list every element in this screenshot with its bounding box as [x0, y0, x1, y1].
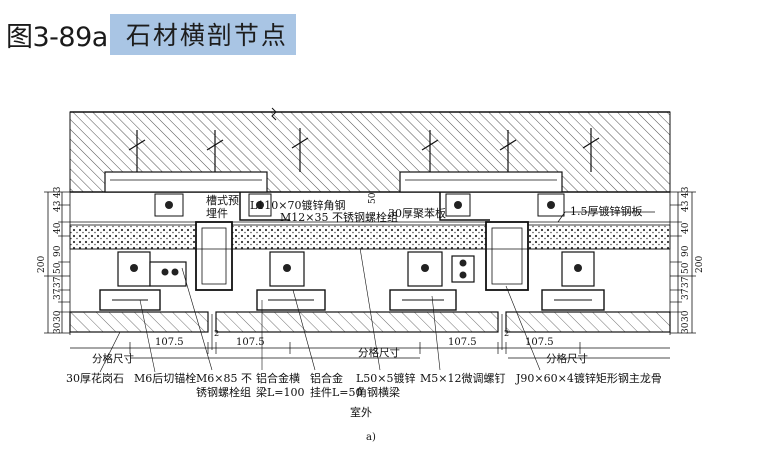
label-channel-embed-2: 埋件	[206, 207, 228, 220]
label-main-keel: J90×60×4镀锌矩形钢主龙骨	[515, 371, 662, 385]
label-ss-bolt-1: M6×85 不	[196, 372, 252, 385]
dim-30-right-b: 30	[681, 322, 691, 334]
label-al-hanger-2: 挂件L=50	[310, 385, 363, 399]
label-al-hanger-1: 铝合金	[310, 371, 343, 385]
label-angle-beam-2: 角钢横梁	[356, 385, 400, 399]
dim-50-center: 50	[368, 192, 378, 204]
label-ss-bolt-2: 锈钢螺栓组	[196, 385, 251, 399]
figure-caption: 石材横剖节点	[109, 13, 296, 55]
aluminum-beams	[99, 289, 605, 311]
dim-107-5-b: 107.5	[236, 337, 265, 348]
bottom-dimension-line	[70, 314, 670, 354]
label-adjust-screw: M5×12微调螺钉	[420, 371, 505, 385]
dim-joint-left: 2	[214, 329, 219, 338]
dim-43-right-a: 43	[681, 200, 691, 212]
dim-30-left-a: 30	[53, 310, 63, 322]
dim-joint-right: 2	[504, 329, 509, 338]
label-grid-size-right: 分格尺寸	[546, 352, 588, 365]
label-insulation: 30厚聚苯板	[388, 206, 446, 220]
dim-40-left: 40	[53, 222, 63, 234]
dim-37-right-a: 37	[681, 288, 691, 300]
label-angle-steel: L110×70镀锌角钢	[250, 198, 346, 212]
label-channel-embed-1: 槽式预	[206, 194, 239, 207]
granite-panels	[69, 311, 671, 333]
dim-200-right: 200	[695, 256, 705, 273]
figure-number: 图3-89a	[6, 21, 108, 53]
label-anchor-bolt: M6后切锚栓	[134, 371, 196, 385]
label-bolt-group: M12×35 不锈钢螺栓组	[280, 210, 398, 224]
dim-37-right-b: 37	[681, 276, 691, 288]
label-exterior: 室外	[350, 405, 372, 419]
dim-50-left: 50	[53, 262, 63, 274]
main-keels	[70, 221, 670, 291]
label-grid-size-left: 分格尺寸	[92, 352, 134, 365]
dim-90-left: 90	[53, 245, 63, 257]
dim-107-5-d: 107.5	[525, 337, 554, 348]
dim-90-right: 90	[681, 245, 691, 257]
dim-107-5-a: 107.5	[155, 337, 184, 348]
dim-43-right-b: 43	[681, 186, 691, 198]
dim-30-right-a: 30	[681, 310, 691, 322]
sub-label: a)	[366, 432, 376, 443]
dim-30-left-b: 30	[53, 322, 63, 334]
dim-37-left-b: 37	[53, 276, 63, 288]
label-grid-size-center: 分格尺寸	[358, 346, 400, 359]
insulation-layer	[69, 224, 671, 250]
dim-43-left-b: 43	[53, 186, 63, 198]
dim-200-left: 200	[37, 256, 47, 273]
label-al-beam-2: 梁L=100	[256, 385, 305, 399]
label-al-beam-1: 铝合金横	[256, 371, 300, 385]
label-granite: 30厚花岗石	[66, 372, 124, 385]
dim-40-right: 40	[681, 222, 691, 234]
dim-107-5-c: 107.5	[448, 337, 477, 348]
connector-brackets	[117, 251, 595, 287]
dim-43-left-a: 43	[53, 200, 63, 212]
figure-title: 图3-89a 石材横剖节点	[6, 13, 296, 55]
label-steel-plate: 1.5厚镀锌钢板	[570, 204, 643, 218]
dim-50-right: 50	[681, 262, 691, 274]
embedded-channels	[104, 128, 600, 221]
label-angle-beam-1: L50×5镀锌	[356, 371, 416, 385]
dim-37-left-a: 37	[53, 288, 63, 300]
